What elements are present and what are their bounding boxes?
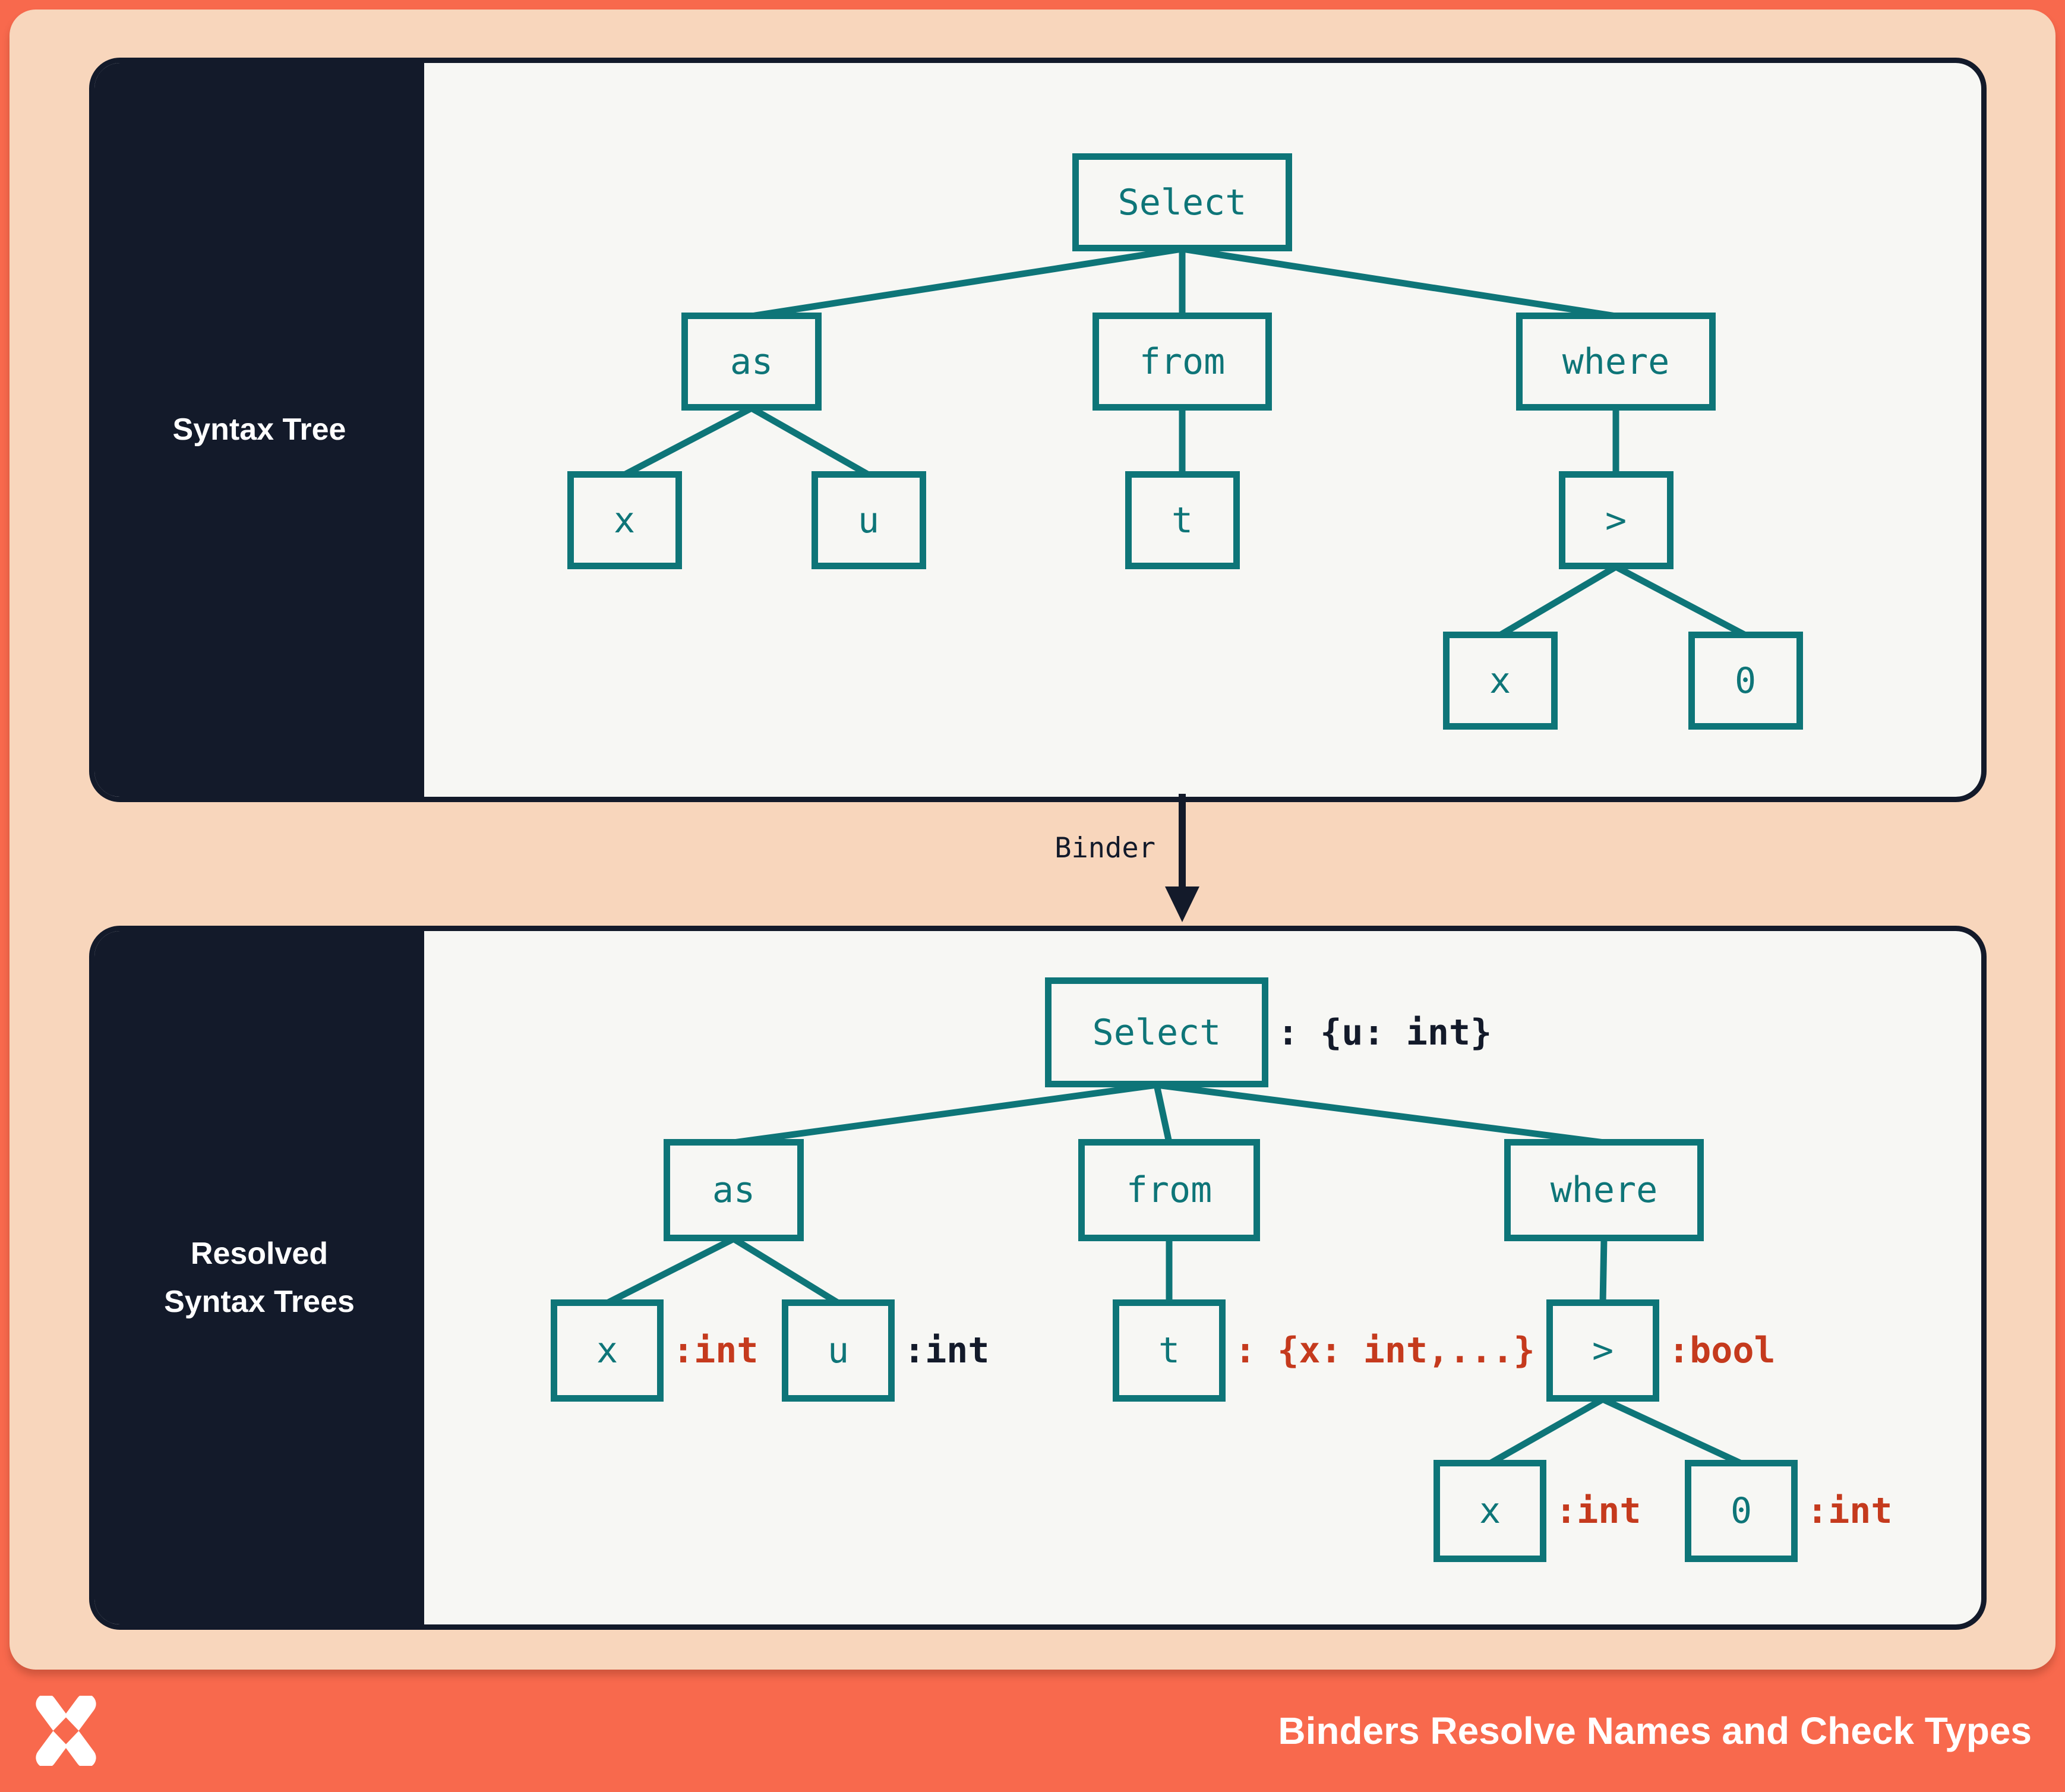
tree-node-resolved-from: from — [1078, 1139, 1260, 1241]
node-label: u — [857, 499, 880, 541]
node-label: t — [1171, 499, 1193, 541]
node-label: as — [730, 340, 773, 383]
node-label: > — [1605, 499, 1627, 541]
node-label: x — [1479, 1490, 1501, 1532]
syntax-tree-sidebar: Syntax Tree — [94, 63, 424, 797]
type-annotation-as-x: :int — [672, 1330, 759, 1371]
type-annotation-from-t: : {x: int,...} — [1234, 1330, 1535, 1371]
tree-node-resolved-where-gt: > :bool — [1546, 1299, 1776, 1402]
footer-bar: Binders Resolve Names and Check Types — [0, 1670, 2065, 1792]
node-label: x — [596, 1330, 618, 1371]
node-label: Select — [1092, 1011, 1221, 1053]
resolved-syntax-trees-panel-title: Resolved Syntax Trees — [164, 1236, 355, 1319]
node-label: u — [827, 1330, 850, 1371]
tree-node-syntax-gt-x: x — [1442, 632, 1558, 730]
tree-node-resolved-where: where — [1504, 1139, 1704, 1241]
node-label: x — [1489, 660, 1511, 702]
tree-node-syntax-from: from — [1093, 313, 1272, 411]
tree-node-resolved-as-x: x :int — [551, 1299, 759, 1402]
tree-node-syntax-as-x: x — [567, 471, 682, 569]
tree-node-syntax-as: as — [681, 313, 822, 411]
tree-node-resolved-gt-zero: 0 :int — [1685, 1460, 1893, 1562]
resolved-syntax-trees-panel: Resolved Syntax Trees — [89, 926, 1987, 1630]
type-annotation-gt-zero: :int — [1807, 1490, 1893, 1532]
node-label: Select — [1117, 181, 1247, 223]
tree-node-syntax-where: where — [1516, 313, 1716, 411]
tree-node-syntax-as-u: u — [811, 471, 926, 569]
tree-node-syntax-gt-zero: 0 — [1688, 632, 1803, 730]
tree-node-resolved-as-u: u :int — [782, 1299, 990, 1402]
syntax-tree-panel: Syntax Tree — [89, 58, 1987, 802]
node-label: > — [1592, 1330, 1614, 1371]
node-label: from — [1139, 340, 1226, 383]
node-label: x — [613, 499, 636, 541]
tree-node-resolved-from-t: t : {x: int,...} — [1113, 1299, 1535, 1402]
tree-node-resolved-select: Select : {u: int} — [1045, 977, 1492, 1087]
node-label: t — [1158, 1330, 1180, 1371]
footer-title: Binders Resolve Names and Check Types — [1278, 1709, 2032, 1752]
tree-node-resolved-as: as — [664, 1139, 804, 1241]
node-label: where — [1550, 1169, 1658, 1211]
type-annotation-where-gt: :bool — [1668, 1330, 1776, 1371]
tree-node-syntax-select: Select — [1072, 153, 1292, 251]
node-label: where — [1562, 340, 1670, 383]
tree-node-syntax-where-gt: > — [1558, 471, 1674, 569]
x-cross-logo-icon — [36, 1696, 96, 1766]
tree-node-syntax-from-t: t — [1125, 471, 1240, 569]
type-annotation-select: : {u: int} — [1277, 1011, 1492, 1053]
node-label: from — [1126, 1169, 1213, 1211]
tree-node-resolved-gt-x: x :int — [1433, 1460, 1641, 1562]
node-label: 0 — [1730, 1490, 1753, 1532]
type-annotation-as-u: :int — [904, 1330, 990, 1371]
resolved-syntax-trees-sidebar: Resolved Syntax Trees — [94, 931, 424, 1624]
binder-label: Binder — [1054, 832, 1155, 865]
node-label: as — [712, 1169, 756, 1211]
node-label: 0 — [1734, 660, 1757, 702]
syntax-tree-panel-title: Syntax Tree — [172, 412, 346, 447]
type-annotation-gt-x: :int — [1555, 1490, 1641, 1532]
